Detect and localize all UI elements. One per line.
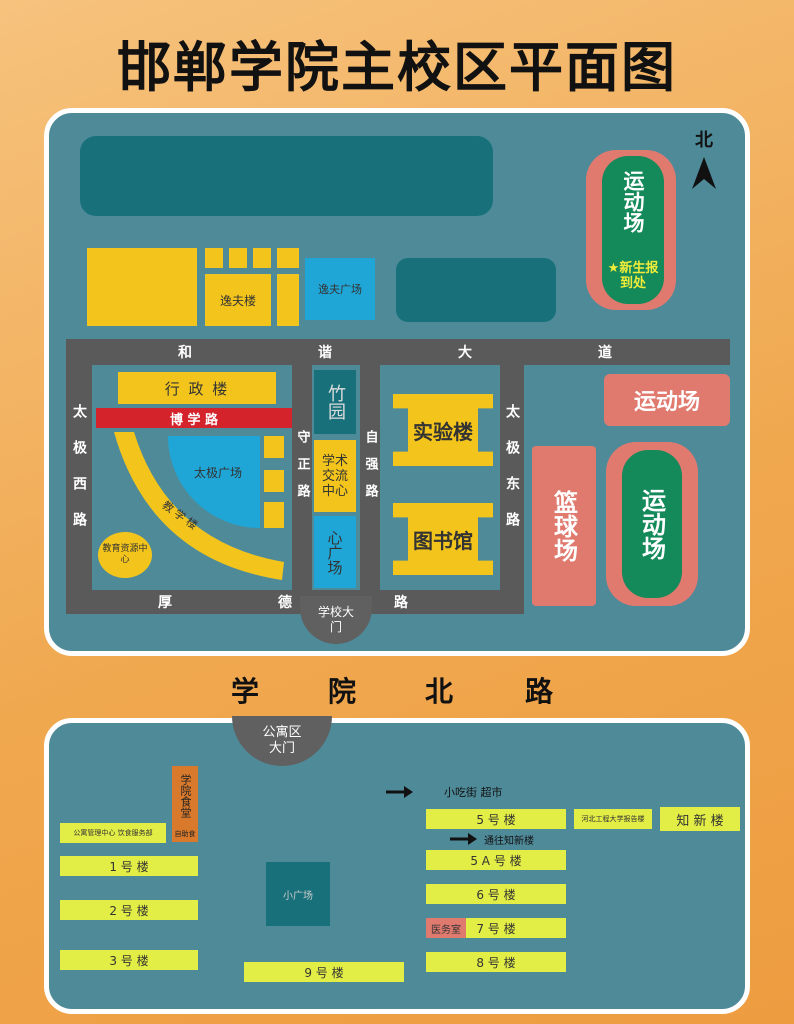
building-5a: 5 A 号 楼	[426, 850, 566, 870]
yifu-block	[253, 248, 271, 268]
bamboo-garden-label: 竹园	[325, 384, 346, 420]
top-teal-block	[80, 136, 493, 216]
hexie-avenue	[66, 339, 730, 365]
yifu-block	[229, 248, 247, 268]
road-label: 路	[394, 595, 408, 611]
building-9: 9 号 楼	[244, 962, 404, 982]
yifu-square: 逸夫广场	[305, 258, 375, 320]
road-label: 路	[524, 675, 553, 708]
small-building	[264, 436, 284, 458]
north-label: 北	[695, 130, 713, 151]
library-shape	[393, 503, 493, 575]
to-zhixin-building: 通往知新楼	[484, 836, 534, 847]
ziqiang-road	[360, 365, 380, 605]
sports-field-3-label: 运动场	[637, 488, 666, 560]
taiji-east-road	[500, 365, 524, 611]
building-6: 6 号 楼	[426, 884, 566, 904]
snack-street-supermarket: 小吃街 超市	[444, 786, 503, 799]
clinic: 医务室	[426, 918, 466, 938]
road-label: 和	[178, 345, 192, 361]
sports-field-2: 运动场	[604, 374, 730, 426]
bamboo-garden: 竹园	[314, 370, 356, 434]
taiji-west-road	[66, 339, 92, 611]
library: 图书馆	[413, 528, 473, 553]
small-building	[264, 502, 284, 528]
apartment-management-center: 公寓管理中心 饮食服务部	[60, 823, 166, 843]
education-center: 教育资源中心	[98, 532, 152, 578]
road-label: 太极东路	[504, 404, 520, 548]
hebei-engineering-report-building: 河北工程大学报告楼	[574, 809, 652, 829]
lab-building-shape	[393, 394, 493, 466]
boxue-road: 博 学 路	[96, 408, 292, 428]
road-label: 大	[458, 345, 472, 361]
houde-road	[66, 590, 524, 614]
yifu-block	[277, 274, 299, 326]
teaching-building-arc	[114, 432, 284, 580]
admin-building: 行 政 楼	[118, 372, 276, 404]
canteen: 学院食堂	[172, 766, 198, 826]
yifu-block	[205, 248, 223, 268]
new-student-reception: ★新生报到处	[607, 261, 659, 291]
sports-field-1-label: 运动场	[621, 170, 645, 233]
road-label: 太极西路	[71, 404, 87, 548]
north-arrow-icon	[692, 157, 716, 189]
academic-exchange-center: 学术交流中心	[314, 440, 356, 512]
sports-field-3: 运动场	[622, 450, 682, 598]
small-building	[264, 470, 284, 492]
zhixin-building: 知 新 楼	[660, 807, 740, 831]
road-label: 守正路	[294, 429, 310, 511]
basketball-court-label: 篮球场	[549, 490, 578, 562]
road-label: 学	[230, 675, 259, 708]
shouzheng-road	[292, 365, 312, 605]
road-label: 自强路	[362, 429, 378, 511]
road-label: 道	[598, 345, 612, 361]
building-5: 5 号 楼	[426, 809, 566, 829]
sports-field-1: 运动场	[602, 156, 664, 304]
map-title: 邯郸学院主校区平面图	[117, 35, 677, 99]
road-label: 北	[424, 675, 453, 708]
arrow-right-icon	[450, 833, 477, 845]
yifu-building-left	[87, 248, 197, 326]
building-3: 3 号 楼	[60, 950, 198, 970]
arrow-right-icon	[386, 786, 413, 798]
small-square: 小广场	[266, 862, 330, 926]
heart-square-label: 心广场	[325, 529, 344, 575]
road-label: 谐	[318, 345, 332, 361]
road-label: 院	[327, 675, 356, 708]
yifu-block	[277, 248, 299, 268]
canteen-label: 学院食堂	[179, 774, 192, 818]
heart-square: 心广场	[314, 516, 356, 588]
building-1: 1 号 楼	[60, 856, 198, 876]
building-8: 8 号 楼	[426, 952, 566, 972]
canteen-sub: 自助食	[172, 826, 198, 842]
building-7: 7 号 楼	[476, 921, 516, 936]
mid-teal-block	[396, 258, 556, 322]
yifu-building: 逸夫楼	[205, 274, 271, 326]
basketball-court: 篮球场	[532, 446, 596, 606]
building-2: 2 号 楼	[60, 900, 198, 920]
lab-building: 实验楼	[413, 419, 473, 444]
road-label: 德	[278, 595, 292, 611]
road-label: 厚	[158, 595, 172, 611]
taiji-square: 太极广场	[193, 465, 242, 480]
